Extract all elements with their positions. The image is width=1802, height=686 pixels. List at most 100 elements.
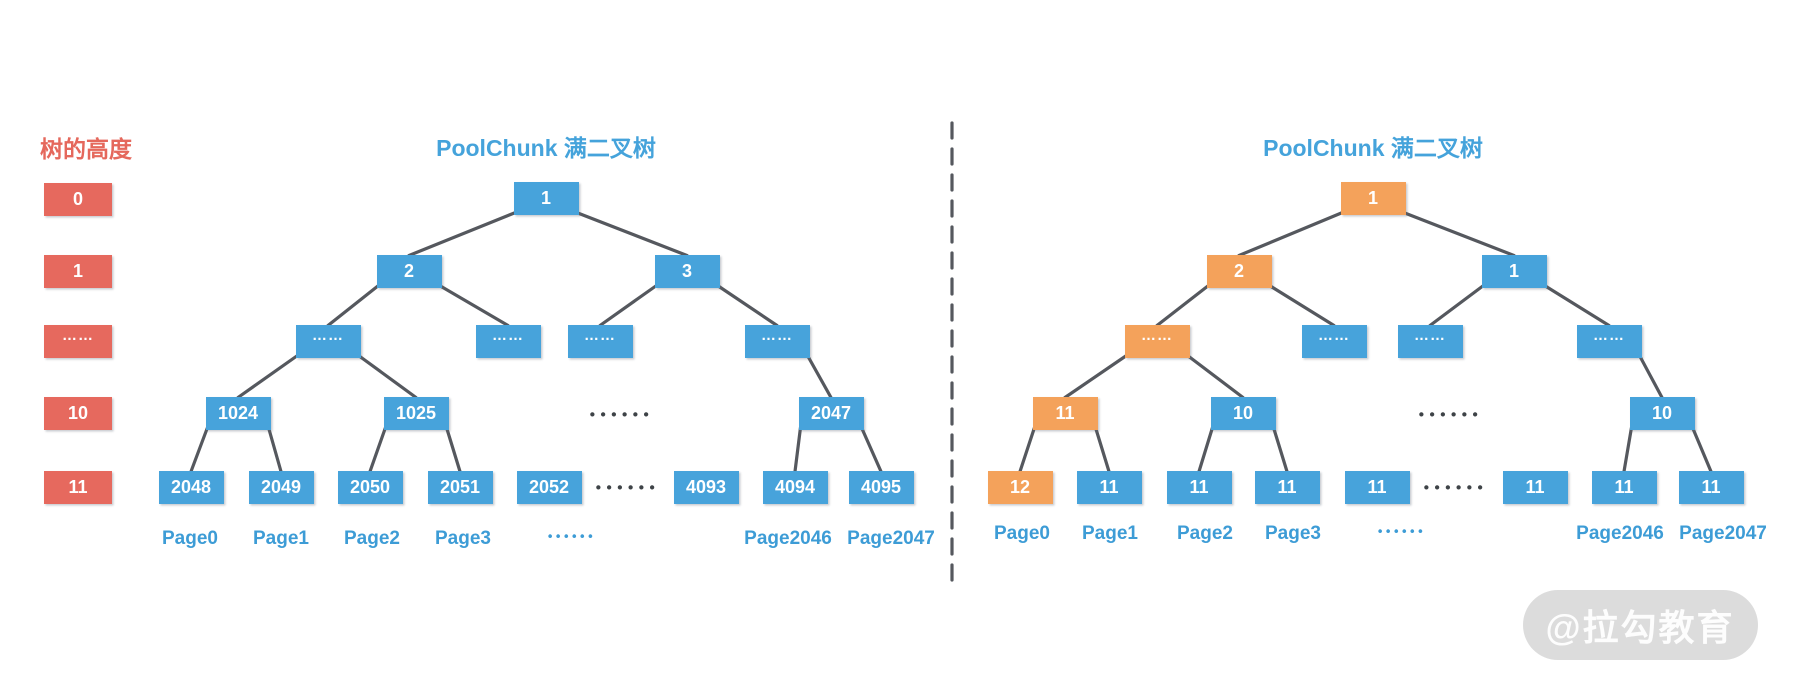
left-tree-ellipsis-dots: •••••• — [595, 479, 661, 497]
right-tree-node: 10 — [1210, 396, 1276, 430]
right-tree-node-label: …… — [1318, 326, 1350, 344]
right-tree-node: 12 — [987, 470, 1053, 504]
left-tree-node: 2047 — [798, 396, 864, 430]
right-tree-node-label: 1 — [1367, 187, 1378, 208]
right-tree-edge — [1018, 425, 1037, 474]
right-tree-node: 11 — [1076, 470, 1142, 504]
left-tree-edge — [793, 425, 803, 474]
right-tree-node: 10 — [1629, 396, 1695, 430]
right-tree-edge — [1637, 353, 1664, 400]
left-tree-node-label: …… — [761, 326, 793, 344]
right-tree-node: 11 — [1502, 470, 1568, 504]
right-page-label: Page0 — [994, 523, 1050, 544]
right-page-label: Page2046 — [1576, 523, 1664, 544]
left-tree-node-label: 2 — [403, 260, 414, 281]
left-tree-edge — [189, 425, 210, 474]
left-tree-node: 2 — [376, 254, 442, 288]
left-tree-node: …… — [567, 324, 633, 358]
right-page-label: Page3 — [1265, 523, 1321, 544]
watermark-text: @拉勾教育 — [1545, 607, 1735, 648]
left-tree-node-label: 2049 — [260, 476, 302, 497]
left-tree-edge — [407, 210, 518, 258]
right-tree-edge — [1237, 210, 1345, 258]
left-tree-node: 2051 — [427, 470, 493, 504]
left-tree-node: …… — [475, 324, 541, 358]
tree-height-box-label: 1 — [72, 260, 83, 281]
left-tree-node-label: 4095 — [860, 476, 902, 497]
right-tree-edge — [1063, 353, 1129, 400]
tree-height-box: 10 — [44, 396, 112, 430]
right-tree-edge — [1542, 283, 1611, 328]
left-tree-edge — [356, 353, 418, 400]
watermark-badge: @拉勾教育 — [1522, 590, 1758, 660]
left-tree-node-label: …… — [584, 326, 616, 344]
tree-height-box: 0 — [44, 182, 112, 216]
left-tree-edge — [715, 283, 779, 328]
right-tree-node: 11 — [1591, 470, 1657, 504]
left-page-label: Page0 — [162, 528, 218, 549]
tree-height-box: …… — [44, 324, 112, 358]
right-page-label: Page2 — [1177, 523, 1233, 544]
left-page-ellipsis-dots: •••••• — [547, 528, 597, 544]
left-tree-node-label: 1 — [540, 187, 551, 208]
right-tree-node: 1 — [1481, 254, 1547, 288]
left-tree-edge — [326, 283, 381, 328]
left-tree-edge — [574, 210, 689, 258]
left-page-label: Page2 — [344, 528, 400, 549]
left-tree-node: 2052 — [516, 470, 582, 504]
right-tree-edge — [1271, 425, 1289, 474]
left-page-label: Page2046 — [744, 528, 832, 549]
right-tree-edge — [1428, 283, 1486, 328]
left-tree-edge — [598, 283, 659, 328]
left-page-label: Page2047 — [847, 528, 935, 549]
left-tree-node: …… — [744, 324, 810, 358]
right-tree-node: …… — [1301, 324, 1367, 358]
left-page-label: Page3 — [435, 528, 491, 549]
right-tree-node-label: 11 — [1367, 476, 1387, 497]
right-tree-ellipsis-dots: •••••• — [1423, 479, 1489, 497]
right-tree-node-label: 11 — [1614, 476, 1634, 497]
left-tree-node: 2049 — [248, 470, 314, 504]
left-tree-node: 4094 — [762, 470, 828, 504]
left-tree-node: 1024 — [205, 396, 271, 430]
right-page-ellipsis-dots: •••••• — [1377, 523, 1427, 539]
right-tree-node: 11 — [1254, 470, 1320, 504]
right-tree-edge — [1197, 425, 1215, 474]
right-tree-node: …… — [1397, 324, 1463, 358]
right-tree-title: PoolChunk 满二叉树 — [1263, 135, 1483, 161]
right-tree-node-label: 2 — [1233, 260, 1244, 281]
left-tree-node-label: …… — [492, 326, 524, 344]
right-tree-node-label: 1 — [1508, 260, 1519, 281]
left-tree-node: 3 — [654, 254, 720, 288]
right-tree-edge — [1155, 283, 1211, 328]
right-tree-node: 11 — [1344, 470, 1410, 504]
right-tree-node: 11 — [1032, 396, 1098, 430]
tree-height-box: 1 — [44, 254, 112, 288]
right-tree-ellipsis-dots: •••••• — [1418, 406, 1484, 424]
right-tree-node-label: 10 — [1651, 402, 1673, 423]
left-tree-node-label: …… — [312, 326, 344, 344]
right-tree-edge — [1401, 210, 1516, 258]
right-tree-node-label: …… — [1141, 326, 1173, 344]
left-tree-node-label: 2051 — [439, 476, 481, 497]
left-tree-node-label: 2047 — [810, 402, 852, 423]
right-tree-edge — [1622, 425, 1634, 474]
right-tree-node: 2 — [1206, 254, 1272, 288]
right-page-label: Page2047 — [1679, 523, 1767, 544]
left-tree-node-label: 3 — [681, 260, 692, 281]
tree-height-box-label: …… — [62, 326, 94, 344]
left-tree-edge — [266, 425, 283, 474]
right-tree-edge — [1093, 425, 1111, 474]
right-tree-node-label: 11 — [1055, 402, 1075, 423]
left-tree-edge — [368, 425, 388, 474]
left-tree-node: …… — [295, 324, 361, 358]
right-tree-node: 11 — [1678, 470, 1744, 504]
right-tree-node: …… — [1124, 324, 1190, 358]
left-tree-node: 1025 — [383, 396, 449, 430]
right-tree-node: …… — [1576, 324, 1642, 358]
tree-height-box: 11 — [44, 470, 112, 504]
left-tree-node: 1 — [513, 181, 579, 215]
right-tree-node-label: 11 — [1525, 476, 1545, 497]
left-tree-node-label: 4094 — [774, 476, 816, 497]
